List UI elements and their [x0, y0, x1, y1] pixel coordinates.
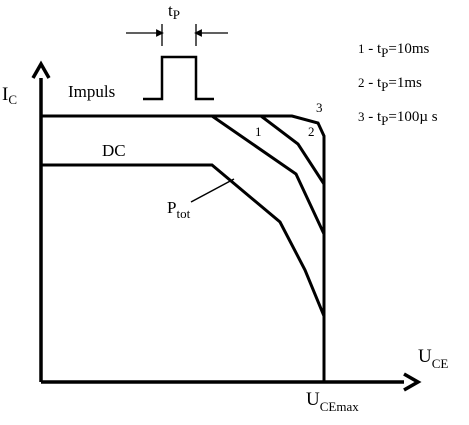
y-axis-arrowhead: [31, 60, 51, 79]
legend: 1 - tP=10ms 2 - tP=1ms 3 - tP=100µ s: [358, 41, 438, 128]
x-axis-arrowhead: [403, 372, 422, 392]
legend-item-1: 1 - tP=10ms: [358, 41, 430, 60]
x-max-label: UCEmax: [306, 389, 359, 414]
legend-item-3: 3 - tP=100µ s: [358, 109, 438, 128]
curve-2: [212, 114, 326, 185]
curve-3-label: 3: [316, 100, 323, 115]
dc-curve: [41, 163, 326, 382]
curve-1-label: 1: [255, 124, 262, 139]
curve-2-label: 2: [308, 124, 315, 139]
pulse-label: Impuls: [68, 82, 115, 101]
pulse-waveform: [143, 55, 214, 101]
y-axis-label: IC: [2, 84, 17, 107]
pulse-width-label: tP: [168, 1, 180, 22]
curve-1: [41, 114, 326, 235]
x-axis-label: UCE: [418, 346, 448, 371]
ptot-label: Ptot: [167, 198, 191, 221]
curve-3: [261, 114, 326, 316]
ptot-leader: [190, 178, 235, 203]
legend-item-2: 2 - tP=1ms: [358, 75, 422, 94]
dc-label: DC: [102, 141, 126, 160]
